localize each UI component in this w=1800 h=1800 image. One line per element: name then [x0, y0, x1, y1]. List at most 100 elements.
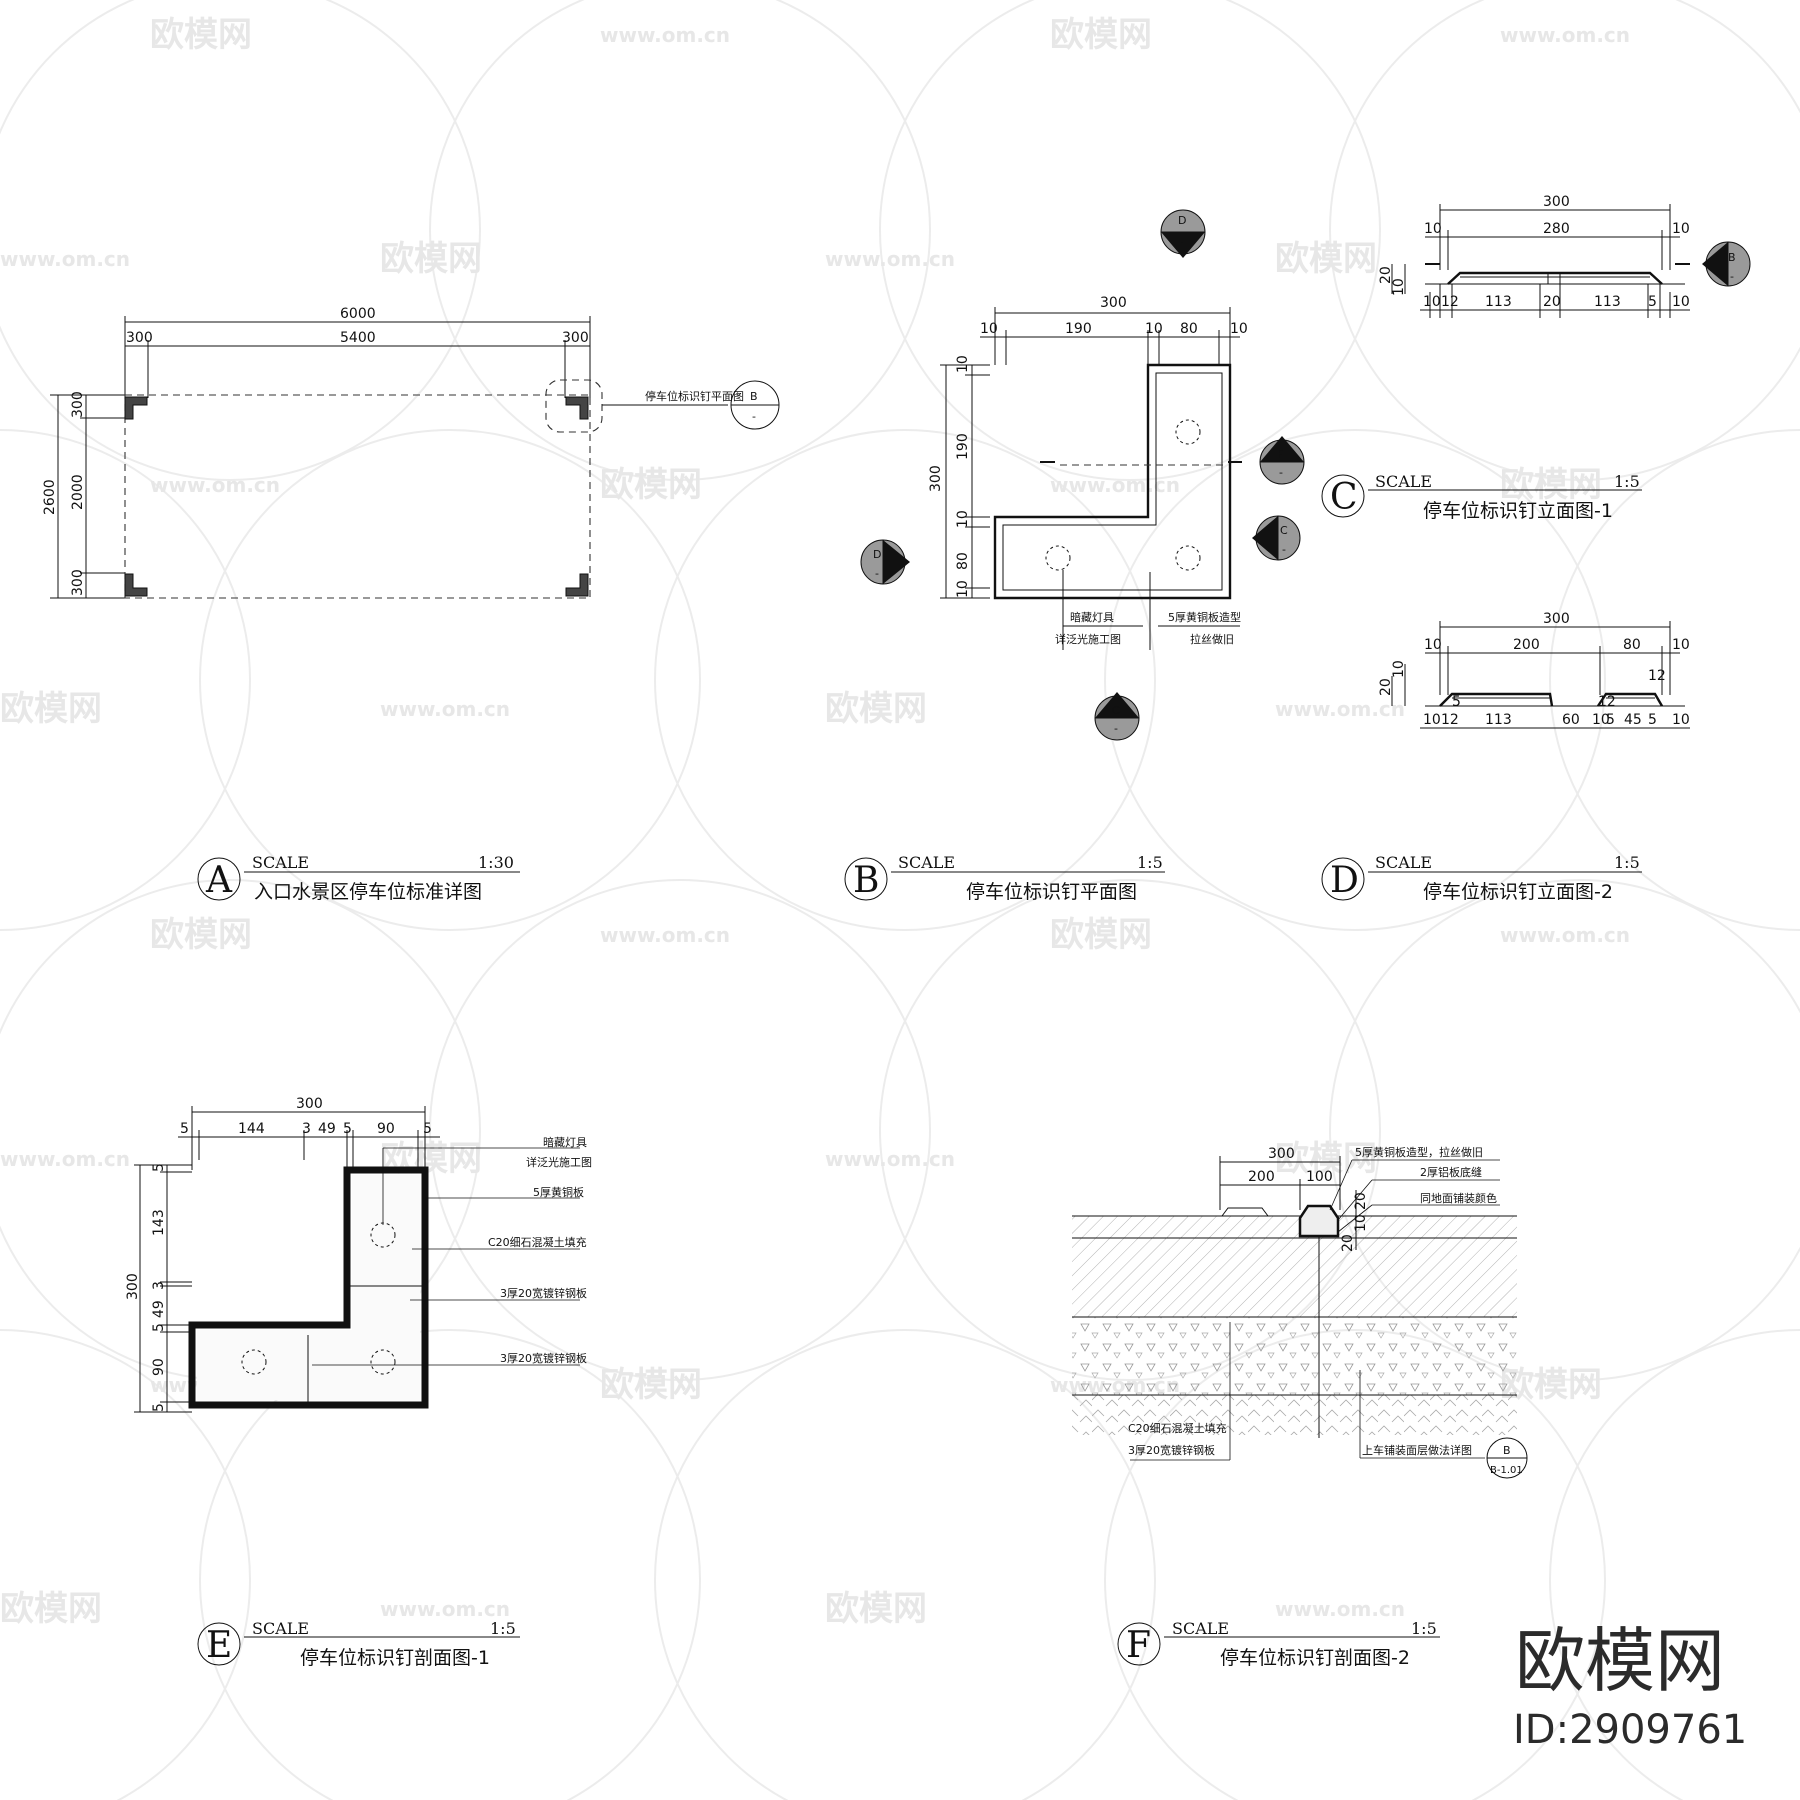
plate-profile: [1221, 1207, 1269, 1217]
light-circle: [1045, 545, 1071, 571]
dim-label: 80: [1623, 637, 1641, 653]
dim-label: 10: [1672, 637, 1690, 653]
drawing-b-dimensions: 300 10 190 10 80 10 300 10 190 10 80 10: [928, 295, 1248, 599]
drawing-c-dimensions: 300 10 280 10 10 12 113 20 113 5 10 20 1…: [1378, 194, 1690, 318]
section-marker-c-right: C -: [1252, 515, 1301, 561]
dim-label: 10: [1424, 221, 1442, 237]
corner-markers: [124, 396, 589, 597]
dim-label: 80: [1180, 321, 1198, 337]
title-letter: B: [853, 860, 879, 901]
corner-marker: [124, 573, 148, 597]
scale-label: SCALE: [1172, 1619, 1229, 1638]
dim-label: 10: [955, 355, 971, 373]
scale-value: 1:5: [490, 1619, 516, 1638]
drawing-title: 停车位标识钉剖面图-1: [300, 1647, 490, 1669]
dim-label: 10: [1391, 278, 1407, 296]
watermark-logo: 欧模网: [1500, 465, 1602, 505]
drawing-e: 300 5 144 3 49 5 90 5 300 5 143 3 49 5 9…: [125, 1096, 592, 1669]
scale-value: 1:5: [1614, 853, 1640, 872]
scale-value: 1:5: [1614, 472, 1640, 491]
concrete-fill: [197, 1175, 420, 1400]
scale-value: 1:30: [478, 853, 514, 872]
drawing-title: 入口水景区停车位标准详图: [254, 881, 482, 903]
dim-label: 5: [151, 1403, 167, 1412]
svg-text:-: -: [1114, 722, 1118, 735]
svg-text:-: -: [1730, 270, 1734, 283]
watermark-url: www.om.cn: [1275, 697, 1405, 721]
dim-label: 10: [1672, 294, 1690, 310]
dim-label: 20: [1353, 1192, 1369, 1210]
title-bubble: [197, 1622, 241, 1666]
leader-lines: [312, 1147, 580, 1366]
note-text: C20细石混凝土填充: [1128, 1421, 1227, 1435]
dim-label: 100: [1306, 1169, 1333, 1185]
dim-label: 200: [1513, 637, 1540, 653]
gravel-layer: [1072, 1317, 1517, 1395]
dim-label: 5: [1648, 294, 1657, 310]
watermark-logo: 欧模网: [380, 239, 482, 279]
corner-marker: [565, 573, 589, 597]
dim-label: 300: [562, 330, 589, 346]
brand-id: ID:2909761: [1513, 1707, 1747, 1753]
drawing-c: 300 10 280 10 10 12 113 20 113 5 10 20 1…: [1321, 194, 1751, 522]
watermark-url: www.om.cn: [600, 23, 730, 47]
note-text: 5厚黄铜板: [533, 1185, 584, 1199]
l-plate-outline: [993, 363, 1232, 600]
leader-lines: [1130, 1159, 1500, 1461]
parking-space-outline: [124, 394, 591, 599]
dim-label: 10: [980, 321, 998, 337]
watermark-logo: 欧模网: [1275, 1139, 1377, 1179]
svg-text:C: C: [1112, 704, 1120, 717]
drawing-a: 6000 300 5400 300 2600 300 2000 300 停车位标…: [42, 306, 780, 903]
brand-name: 欧模网: [1515, 1620, 1725, 1702]
title-block-e: E SCALE 1:5 停车位标识钉剖面图-1: [197, 1619, 520, 1669]
watermark-logo: 欧模网: [0, 689, 102, 729]
dim-label: 10: [1672, 712, 1690, 728]
corner-marker: [565, 396, 589, 420]
title-block-c: C SCALE 1:5 停车位标识钉立面图-1: [1321, 472, 1642, 522]
dim-label: 10: [1145, 321, 1163, 337]
watermark-url: www.om.cn: [380, 1597, 510, 1621]
drawing-b: 300 10 190 10 80 10 300 10 190 10 80 10: [844, 209, 1305, 903]
callout-note: 停车位标识钉平面图: [645, 389, 744, 403]
note-text: 5厚黄铜板造型，拉丝做旧: [1355, 1145, 1483, 1159]
brand-block: 欧模网 ID:2909761: [1513, 1620, 1747, 1753]
dim-label: 200: [1248, 1169, 1275, 1185]
dim-label: 60: [1562, 712, 1580, 728]
elevation-profile: [1447, 271, 1663, 285]
svg-text:D: D: [1178, 214, 1186, 227]
dim-label: 3: [151, 1281, 167, 1290]
svg-text:C: C: [1280, 524, 1288, 537]
dim-label: 10: [1391, 660, 1407, 678]
dim-label: 5: [1452, 694, 1461, 710]
watermark-texts: 欧模网 www.om.cn 欧模网 www.om.cn www.om.cn 欧模…: [0, 15, 1630, 1629]
l-plate-inner: [1002, 372, 1223, 591]
note-text: 3厚20宽镀锌钢板: [1128, 1443, 1215, 1457]
note-text: 3厚20宽镀锌钢板: [500, 1286, 587, 1300]
dim-label: 5: [423, 1121, 432, 1137]
detail-reference: B B-1.01: [1486, 1437, 1528, 1479]
dim-label: 49: [318, 1121, 336, 1137]
watermark-logo: 欧模网: [1050, 915, 1152, 955]
dim-label: 300: [1543, 611, 1570, 627]
dim-label: 10: [1592, 712, 1610, 728]
watermark-logo: 欧模网: [825, 1589, 927, 1629]
svg-text:B: B: [1503, 1444, 1511, 1457]
dim-label: 10: [1230, 321, 1248, 337]
note-text: 拉丝做旧: [1190, 632, 1234, 646]
note-text: 5厚黄铜板造型: [1168, 610, 1241, 624]
drawing-title: 停车位标识钉立面图-2: [1423, 881, 1613, 903]
dim-label: 20: [1378, 678, 1394, 696]
dim-label: 280: [1543, 221, 1570, 237]
watermark-logo: 欧模网: [0, 1589, 102, 1629]
dim-label: 300: [296, 1096, 323, 1112]
dim-label: 2600: [42, 479, 58, 515]
note-text: 3厚20宽镀锌钢板: [500, 1351, 587, 1365]
dim-label: 90: [377, 1121, 395, 1137]
dim-label: 10: [955, 510, 971, 528]
note-text: 详泛光施工图: [1055, 632, 1121, 646]
concrete-layer: [1072, 1238, 1517, 1317]
dim-label: 190: [955, 433, 971, 460]
